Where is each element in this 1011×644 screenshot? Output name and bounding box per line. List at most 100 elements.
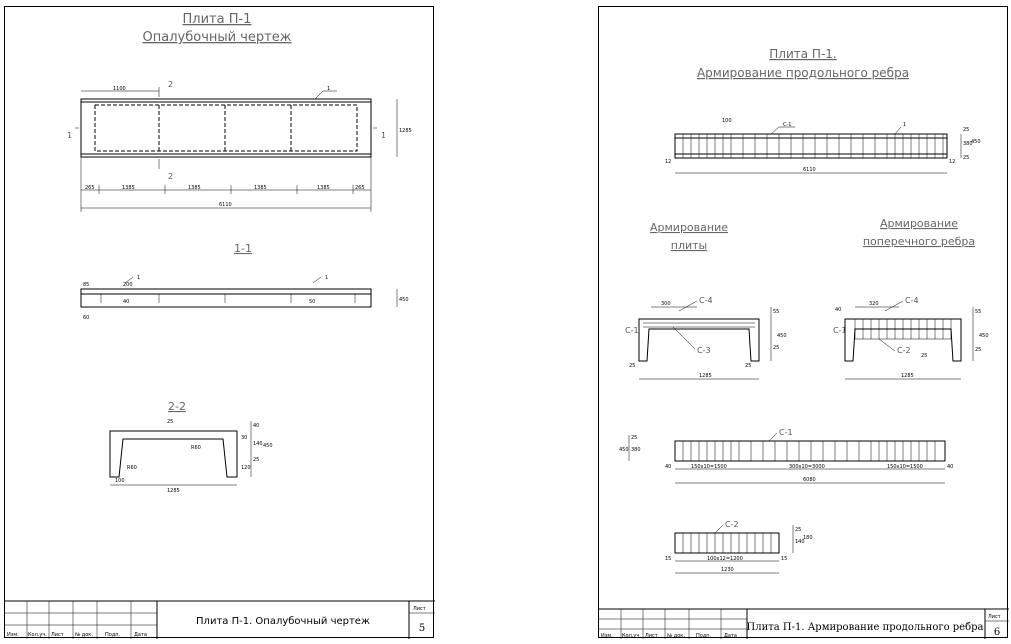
s22-dim-r1: 140 <box>253 441 263 447</box>
frame-c1-bars <box>682 441 936 461</box>
section-1-1: 1 1 85 200 40 60 50 450 <box>80 275 409 321</box>
cross-dim-2: 1285 <box>901 373 914 379</box>
stamp5-col-4: Подп. <box>105 632 121 638</box>
cross-title-2: поперечного ребра <box>863 235 975 248</box>
rib-h-2: 450 <box>971 139 981 145</box>
plan-dim-b4: 1385 <box>317 185 330 191</box>
slab-r-2: 25 <box>773 345 779 351</box>
stamp6-title: Плита П-1. Армирование продольного ребра <box>747 622 984 633</box>
s22-dim-r3: 450 <box>263 443 273 449</box>
frame-c2-r1: 140 <box>795 539 805 545</box>
slab-callout-c3: C-3 <box>697 346 711 355</box>
stamp6-sheet-label: Лист <box>988 614 1001 620</box>
slab-title-2: плиты <box>671 239 707 252</box>
stamp5-col-5: Дата <box>134 632 147 638</box>
frame-c2-r0: 25 <box>795 527 801 533</box>
section-2-2-label: 2-2 <box>168 400 186 413</box>
section-mark-2b: 2 <box>168 172 173 181</box>
slab-r-1: 450 <box>777 333 787 339</box>
frame-c2-d1: 100x12=1200 <box>707 556 743 562</box>
cross-dim-0: 320 <box>869 301 879 307</box>
rib-h-3: 25 <box>963 155 969 161</box>
plan-dim-overall: 6110 <box>219 202 232 208</box>
frame-c2-callout: C-2 <box>725 520 739 529</box>
frame-c1-l2: 450 <box>619 447 629 453</box>
plan-dim-b0: 265 <box>85 185 95 191</box>
sheet-6-title: Плита П-1. <box>769 47 836 61</box>
slab-r-0: 55 <box>773 309 779 315</box>
slab-callout-c4: C-4 <box>699 296 713 305</box>
rib-callout-c1: C-1 <box>783 122 791 128</box>
s22-dim-r2: 25 <box>253 457 259 463</box>
frame-c1-d4: 40 <box>947 464 953 470</box>
slab-reinforcement: 300 C-4 C-1 C-3 25 25 1285 55 450 25 <box>625 296 787 380</box>
stamp5-col-3: № док. <box>75 632 93 638</box>
sheet-5-title: Плита П-1 <box>183 12 252 27</box>
frame-c1-d0: 40 <box>665 464 671 470</box>
cross-dim-1: 25 <box>921 353 927 359</box>
drawing-sheet-5: Плита П-1 Опалубочный чертеж 1 1 2 2 1 1… <box>4 6 435 639</box>
plan-callout: 1 <box>327 86 330 92</box>
s22-dim-l0: 25 <box>167 419 173 425</box>
plan-dim-top: 1100 <box>113 86 126 92</box>
rib-dim-1: 12 <box>665 159 671 165</box>
frame-c2-d2: 15 <box>781 556 787 562</box>
section-mark-1a: 1 <box>67 131 72 140</box>
plan-dim-b2: 1385 <box>188 185 201 191</box>
stamp6-col-5: Дата <box>724 633 737 639</box>
section-mark-2a: 2 <box>168 80 173 89</box>
stamp6-col-1: Кол.уч. <box>622 633 641 639</box>
stamp6-sheet-no: 6 <box>994 627 1000 638</box>
s22-small-0: 100 <box>115 478 125 484</box>
cross-callout-c1: C-1 <box>833 326 847 335</box>
s11-height: 450 <box>399 297 409 303</box>
stamp6-col-0: Изм. <box>601 633 613 639</box>
frame-c1-callout: C-1 <box>779 428 793 437</box>
frame-c2: C-2 15 100x12=1200 15 1230 25 140 180 <box>665 520 813 574</box>
s22-radius-b: R60 <box>127 465 137 471</box>
plan-dim-b3: 1385 <box>254 185 267 191</box>
frame-c1: C-1 25 380 450 40 150x10=1500 300x10=300… <box>619 428 953 484</box>
rib-callout-1: 1 <box>903 122 906 128</box>
rib-h-0: 25 <box>963 127 969 133</box>
plan-dim-b1: 1385 <box>122 185 135 191</box>
stamp6-col-4: Подп. <box>696 633 712 639</box>
frame-c2-overall: 1230 <box>721 567 734 573</box>
rib-reinforcement: C-1 1 100 12 6110 12 25 380 450 25 <box>665 118 981 174</box>
stamp5-sheet-no: 5 <box>419 623 425 634</box>
section-mark-1b: 1 <box>381 131 386 140</box>
s22-dim-r0: 40 <box>253 423 259 429</box>
frame-c1-l0: 25 <box>631 435 637 441</box>
slab-callout-c1: C-1 <box>625 326 639 335</box>
rib-dim-3: 12 <box>949 159 955 165</box>
s11-callout-b: 1 <box>325 275 328 281</box>
frame-c1-overall: 6080 <box>803 477 816 483</box>
frame-c2-r2: 180 <box>803 535 813 541</box>
frame-c1-d3: 150x10=1500 <box>887 464 923 470</box>
plan-dim-b5: 265 <box>355 185 365 191</box>
frame-c2-bars <box>682 533 772 553</box>
s11-dim-4: 50 <box>309 299 315 305</box>
stamp5-col-0: Изм. <box>7 632 19 638</box>
slab-dim-1: 25 <box>629 363 635 369</box>
cross-r-2: 450 <box>979 333 989 339</box>
cross-callout-c4: C-4 <box>905 296 919 305</box>
rib-stirrups <box>682 134 944 158</box>
stamp5-sheet-label: Лист <box>413 606 426 612</box>
s11-callout-a: 1 <box>137 275 140 281</box>
rib-dim-0: 100 <box>722 118 732 124</box>
s22-small-1: 120 <box>241 465 251 471</box>
stamp5-col-2: Лист <box>51 632 64 638</box>
rib-h-1: 380 <box>963 141 973 147</box>
s22-small-2: 30 <box>241 435 247 441</box>
stamp5-title: Плита П-1. Опалубочный чертеж <box>196 616 370 627</box>
sheet-6-subtitle: Армирование продольного ребра <box>697 66 909 80</box>
formwork-plan: 1 1 2 2 1 1100 265 1385 1385 1385 1385 <box>67 80 412 212</box>
slab-title-1: Армирование <box>650 221 728 234</box>
cross-r-0: 40 <box>835 307 841 313</box>
title-block-5: Изм. Кол.уч. Лист № док. Подп. Дата Плит… <box>5 600 435 639</box>
frame-c1-d2: 300x10=3000 <box>789 464 825 470</box>
cross-r-1: 55 <box>975 309 981 315</box>
s11-dim-3: 60 <box>83 315 89 321</box>
s11-dim-0: 85 <box>83 282 89 288</box>
